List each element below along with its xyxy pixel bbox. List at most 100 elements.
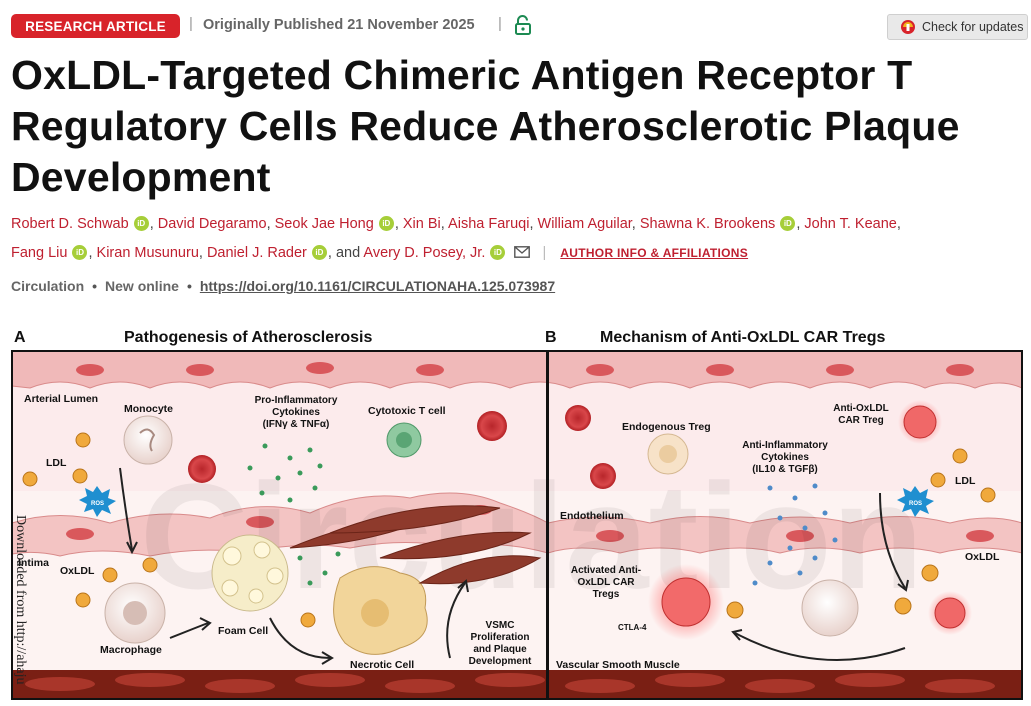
and-word: and (335, 245, 361, 261)
red-blood-cell (477, 411, 507, 441)
top-endothelium (11, 350, 1023, 389)
car-treg-label: Anti-OxLDL (833, 403, 889, 414)
author-link[interactable]: Shawna K. Brookens (639, 216, 776, 232)
crossmark-icon (901, 20, 915, 34)
separator: , (796, 216, 805, 232)
doi-link[interactable]: https://doi.org/10.1161/CIRCULATIONAHA.1… (199, 278, 556, 294)
publication-date: Originally Published 21 November 2025 (203, 17, 475, 33)
ctla4-label: CTLA-4 (618, 623, 647, 632)
process-arrow (119, 467, 469, 665)
separator: , (149, 216, 158, 232)
ros-label: ROS (909, 501, 922, 507)
necrotic-cell-label: Necrotic Cell (350, 659, 414, 671)
oxldl-particle (75, 557, 316, 628)
separator: | (542, 245, 547, 261)
panel-a-title: Pathogenesis of Atherosclerosis (124, 329, 372, 346)
cytokines-label: (IFNγ & TNFα) (263, 419, 330, 430)
intima-label: Intima (18, 557, 49, 569)
vsmc-label: and Plaque (473, 644, 527, 655)
separator: , (88, 245, 97, 261)
red-blood-cell (590, 463, 616, 489)
article-type-badge: RESEARCH ARTICLE (11, 14, 180, 38)
cytokines-label: Pro-Inflammatory (255, 395, 338, 406)
separator: | (189, 15, 193, 32)
macrophage-cell (801, 579, 859, 637)
red-blood-cell (188, 455, 216, 483)
author-link[interactable]: Robert D. Schwab (11, 216, 129, 232)
vsmc-label: VSMC (486, 620, 515, 631)
orcid-icon[interactable]: iD (780, 216, 796, 231)
separator: , (327, 245, 336, 261)
panel-a-letter: A (14, 329, 26, 346)
separator: , (529, 216, 538, 232)
cytokines-label: Cytokines (272, 407, 320, 418)
mail-icon[interactable] (514, 240, 531, 269)
author-link[interactable]: Seok Jae Hong (274, 216, 374, 232)
panel-b-frame (547, 350, 1023, 700)
panel-b-letter: B (545, 329, 557, 346)
red-blood-cell (565, 405, 591, 431)
anti-cytokines-label: Anti-Inflammatory (742, 440, 828, 451)
orcid-icon[interactable]: iD (490, 245, 506, 260)
orcid-icon[interactable]: iD (133, 216, 149, 231)
download-note: Downloaded from http://ahaju (13, 515, 28, 685)
author-link[interactable]: David Degaramo (157, 216, 267, 232)
check-for-updates-button[interactable]: Check for updates (887, 14, 1028, 40)
author-link[interactable]: Xin Bi (402, 216, 441, 232)
activated-treg-label: Tregs (593, 589, 620, 600)
author-link[interactable]: William Aguilar (537, 216, 632, 232)
author-link[interactable]: Kiran Musunuru (96, 245, 199, 261)
anti-cytokines-label: (IL10 & TGFβ) (752, 464, 818, 475)
check-for-updates-label: Check for updates (922, 20, 1024, 34)
article-header: RESEARCH ARTICLE | Originally Published … (0, 0, 1031, 300)
author-link[interactable]: John T. Keane (804, 216, 897, 232)
journal-name[interactable]: Circulation (11, 278, 85, 294)
vsm-label: Vascular Smooth Muscle (556, 659, 680, 671)
foam-cell-label: Foam Cell (218, 625, 268, 637)
article-title: OxLDL-Targeted Chimeric Antigen Receptor… (11, 52, 960, 200)
publication-status: New online (105, 278, 179, 294)
separator: , (631, 216, 640, 232)
author-link[interactable]: Avery D. Posey, Jr. (363, 245, 486, 261)
separator: , (394, 216, 403, 232)
panel-b-title: Mechanism of Anti-OxLDL CAR Tregs (600, 329, 885, 346)
ldl-label: LDL (955, 475, 976, 487)
oxldl-particle (726, 564, 939, 619)
oxldl-label: OxLDL (60, 565, 95, 577)
ldl-label: LDL (46, 457, 67, 469)
vascular-smooth-muscle-layer (12, 670, 1022, 699)
ros-burst-icon: ROS (79, 486, 116, 517)
author-link[interactable]: Daniel J. Rader (206, 245, 307, 261)
endothelium-label: Endothelium (560, 510, 624, 522)
separator: , (266, 216, 275, 232)
ros-label: ROS (91, 501, 104, 507)
ros-burst-icon: ROS (897, 486, 934, 517)
bullet: • (92, 278, 98, 294)
author-info-link[interactable]: AUTHOR INFO & AFFILIATIONS (560, 246, 749, 260)
activated-treg-label: Activated Anti- (571, 565, 641, 576)
author-list: Robert D. Schwab iD, David Degaramo, Seo… (11, 210, 1021, 269)
author-link[interactable]: Aisha Faruqi (448, 216, 530, 232)
separator: | (498, 15, 502, 32)
oxldl-label: OxLDL (965, 551, 1000, 563)
vsmc-label: Development (469, 656, 532, 667)
unlock-icon (514, 15, 532, 35)
orcid-icon[interactable]: iD (378, 216, 394, 231)
orcid-icon[interactable]: iD (72, 245, 88, 260)
monocyte-label: Monocyte (124, 403, 173, 415)
cytotoxic-label: Cytotoxic T cell (368, 405, 446, 417)
vsmc-cells (289, 505, 542, 585)
anti-inflammatory-cytokines (752, 483, 838, 586)
separator: , (440, 216, 449, 232)
process-arrow (731, 492, 909, 661)
bullet: • (186, 278, 192, 294)
ldl-particle (22, 432, 91, 487)
endogenous-treg-label: Endogenous Treg (622, 421, 711, 433)
car-treg-label: CAR Treg (838, 415, 884, 426)
author-link[interactable]: Fang Liu (11, 245, 68, 261)
journal-meta: Circulation • New online • https://doi.org/1… (11, 278, 555, 294)
macrophage-label: Macrophage (100, 644, 162, 656)
separator: , (198, 245, 207, 261)
graphical-abstract-figure: Circulation A Pathogenesis of Atheroscle… (0, 318, 1031, 706)
orcid-icon[interactable]: iD (311, 245, 327, 260)
